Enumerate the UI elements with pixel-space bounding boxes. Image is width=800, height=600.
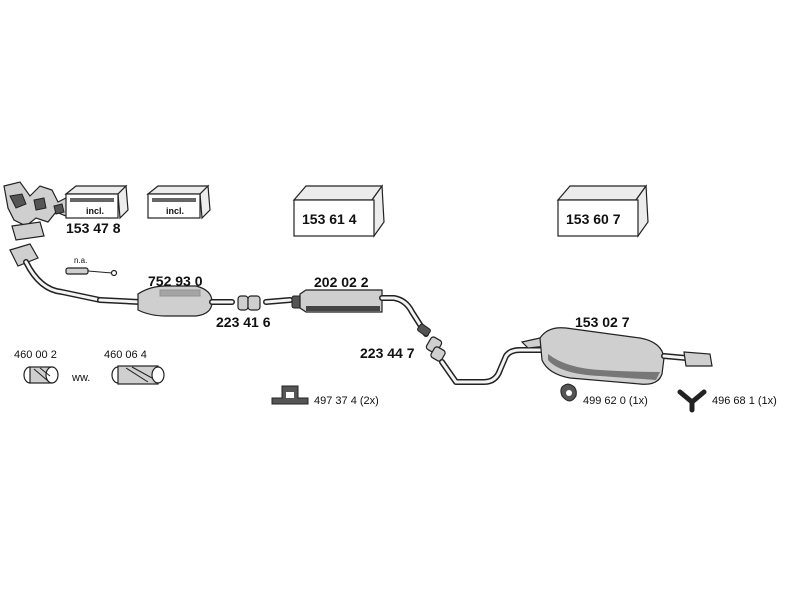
box-1-number: 153 47 8 xyxy=(66,220,121,236)
gasket-a-number: 460 00 2 xyxy=(14,349,57,361)
middle-pipe xyxy=(439,347,551,385)
gasket-b-number: 460 06 4 xyxy=(104,349,147,361)
rubber-ring-499-62-0: 499 62 0 (1x) xyxy=(560,383,648,407)
part-box-incl: incl. xyxy=(146,184,211,220)
front-silencer-number: 202 02 2 xyxy=(314,274,369,290)
exhaust-manifold xyxy=(3,181,79,241)
gasket-460-06-4: 460 06 4 xyxy=(104,349,165,385)
box-4-number: 153 60 7 xyxy=(566,211,621,227)
clamp-rear-number: 223 44 7 xyxy=(360,345,415,361)
gasket-460-00-2: 460 00 2 xyxy=(14,349,59,384)
catalytic-converter-number: 752 93 0 xyxy=(148,273,203,289)
hanger-number: 496 68 1 (1x) xyxy=(712,395,777,407)
alternative-word: ww. xyxy=(71,372,90,384)
rubber-ring-number: 499 62 0 (1x) xyxy=(583,395,648,407)
hanger-496-68-1: 496 68 1 (1x) xyxy=(677,389,777,413)
bracket-number: 497 37 4 (2x) xyxy=(314,395,379,407)
down-pipe xyxy=(9,243,103,303)
catalytic-converter: 752 93 0 xyxy=(97,273,235,317)
clamp-front: 223 41 6 xyxy=(216,295,271,330)
rear-silencer-number: 153 02 7 xyxy=(575,314,630,330)
lambda-sensor: n.a. xyxy=(65,256,118,277)
bracket-497-37-4: 497 37 4 (2x) xyxy=(271,385,379,407)
part-box-153-61-4: 153 61 4 xyxy=(292,184,385,238)
box-1-note: incl. xyxy=(86,206,104,216)
rear-silencer: 153 02 7 xyxy=(520,314,713,385)
sensor-note: n.a. xyxy=(74,256,87,265)
box-3-number: 153 61 4 xyxy=(302,211,357,227)
part-box-153-60-7: 153 60 7 xyxy=(556,184,649,238)
part-box-153-47-8: incl. 153 47 8 xyxy=(64,184,129,236)
front-silencer: 202 02 2 xyxy=(263,274,431,337)
clamp-rear: 223 44 7 xyxy=(360,336,446,362)
clamp-front-number: 223 41 6 xyxy=(216,314,271,330)
box-2-note: incl. xyxy=(166,206,184,216)
